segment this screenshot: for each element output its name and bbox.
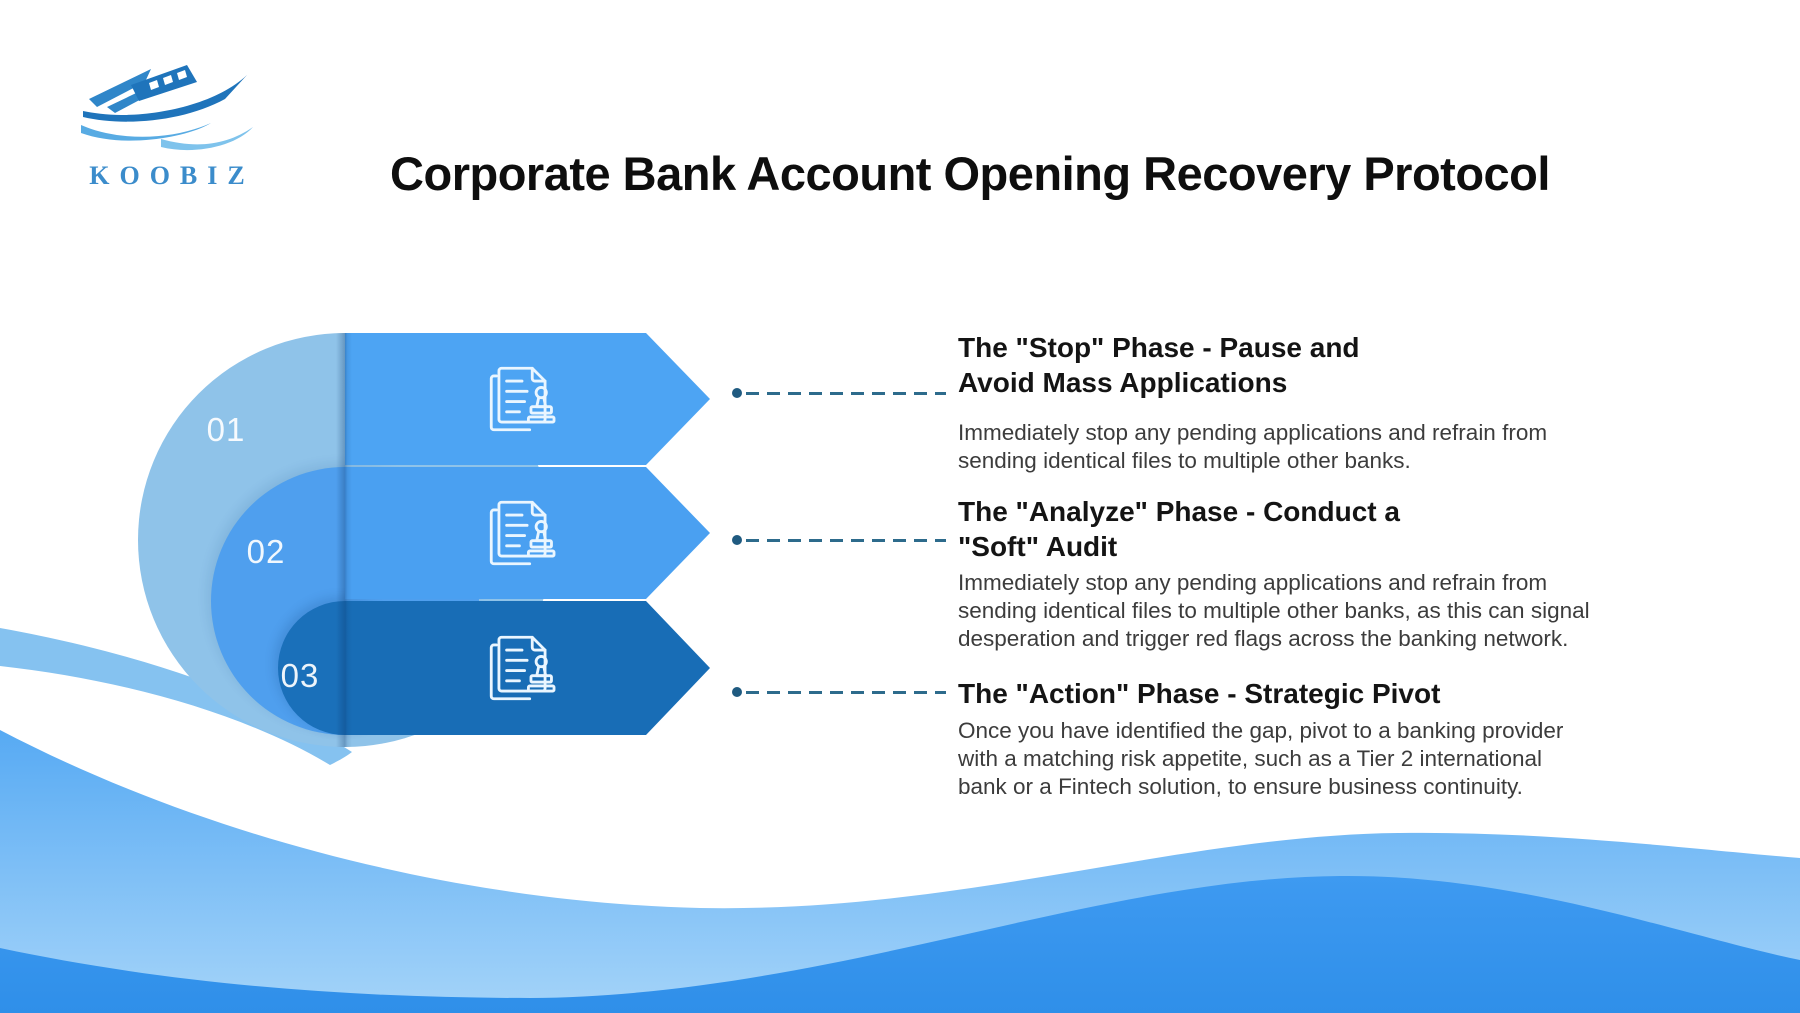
connector-dash-line — [746, 391, 946, 395]
connector-dot-icon — [732, 687, 742, 697]
document-stamp-icon — [481, 492, 563, 574]
step-number-01: 01 — [206, 411, 246, 448]
connector-dot-icon — [732, 535, 742, 545]
brand-name: KOOBIZ — [89, 161, 255, 190]
brand-logo: KOOBIZ — [52, 55, 282, 205]
connector-2 — [732, 534, 946, 546]
step-banner-2 — [345, 467, 710, 599]
ship-icon — [81, 65, 253, 151]
step-heading-3: The "Action" Phase - Strategic Pivot — [958, 678, 1441, 709]
wave-dark — [0, 875, 1800, 1013]
step-banner-3 — [345, 601, 710, 735]
page-title: Corporate Bank Account Opening Recovery … — [390, 147, 1550, 200]
document-stamp-icon — [481, 627, 563, 709]
step-heading-1: The "Stop" Phase - Pause and Avoid Mass … — [958, 332, 1360, 398]
step-banner-1 — [345, 333, 710, 465]
connector-dash-line — [746, 690, 946, 694]
step-body-3: Once you have identified the gap, pivot … — [958, 718, 1564, 799]
step-body-1: Immediately stop any pending application… — [958, 420, 1548, 473]
connector-1 — [732, 387, 946, 399]
connector-3 — [732, 686, 946, 698]
step-body-2: Immediately stop any pending application… — [958, 570, 1590, 651]
document-stamp-icon — [481, 358, 563, 440]
connector-dot-icon — [732, 388, 742, 398]
connector-dash-line — [746, 538, 946, 542]
step-heading-2: The "Analyze" Phase - Conduct a "Soft" A… — [958, 496, 1400, 562]
step-number-03: 03 — [280, 657, 320, 694]
step-number-02: 02 — [246, 533, 286, 570]
banner-fold-shadow — [336, 333, 352, 747]
